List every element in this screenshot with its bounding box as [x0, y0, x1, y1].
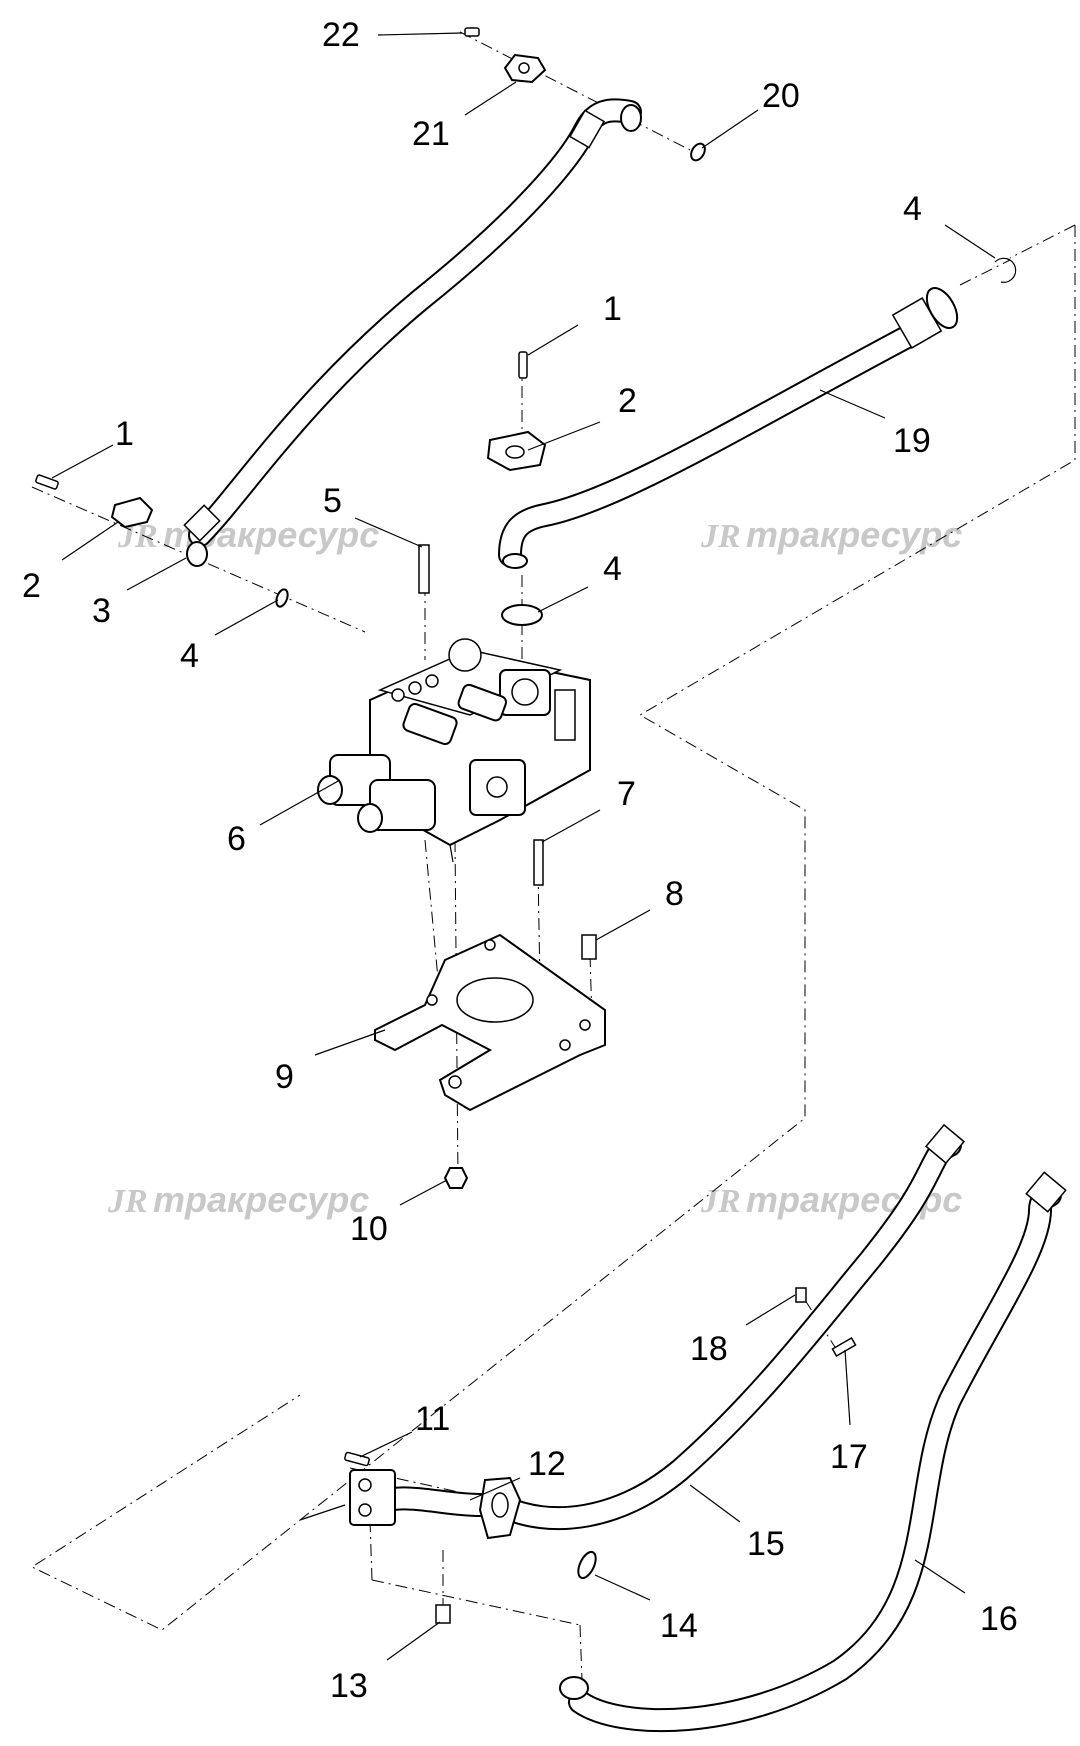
- hose-15: [488, 1133, 962, 1531]
- assembly-boundary: [30, 224, 1076, 1631]
- callout-10: 10: [350, 1210, 388, 1248]
- mounting-plate: [374, 933, 606, 1112]
- callout-22: 22: [322, 16, 360, 54]
- callout-5: 5: [323, 482, 342, 520]
- watermark-1: JR тракресурс: [117, 514, 379, 555]
- callout-3: 3: [92, 592, 111, 630]
- control-valve: [317, 638, 591, 863]
- callout-6: 6: [227, 820, 246, 858]
- centerlines: [31, 31, 1011, 1681]
- callout-2-upper: 2: [618, 382, 637, 420]
- callout-12: 12: [528, 1445, 566, 1483]
- callout-19: 19: [893, 422, 931, 460]
- callout-18: 18: [690, 1330, 728, 1368]
- callout-4-center: 4: [603, 550, 622, 588]
- callout-8: 8: [665, 875, 684, 913]
- callout-14: 14: [660, 1607, 698, 1645]
- callout-21: 21: [412, 115, 450, 153]
- callout-1-left: 1: [115, 415, 134, 453]
- callout-1-upper: 1: [603, 290, 622, 328]
- callout-13: 13: [330, 1667, 368, 1705]
- hose-19: [498, 287, 959, 569]
- hose-16: [559, 1123, 1067, 1733]
- leader-lines: [51, 32, 996, 1661]
- fasteners-and-seals: [35, 27, 1017, 1624]
- hose-upper-long: [183, 98, 642, 567]
- callout-4-left: 4: [180, 637, 199, 675]
- callout-15: 15: [747, 1525, 785, 1563]
- watermark-3: JR тракресурс: [107, 1179, 369, 1220]
- callout-4-top-right: 4: [903, 190, 922, 228]
- watermark-logo: JR: [107, 1183, 148, 1220]
- callout-17: 17: [830, 1438, 868, 1476]
- callout-16: 16: [980, 1600, 1018, 1638]
- callout-20: 20: [762, 77, 800, 115]
- watermark-text: тракресурс: [746, 514, 962, 555]
- callout-9: 9: [275, 1058, 294, 1096]
- watermark-logo: JR: [700, 518, 741, 555]
- callout-labels: 22 21 20 4 1 2 19 1 2 3 4 5 4 6 7 8 9 10…: [22, 16, 1018, 1705]
- callout-2-left: 2: [22, 567, 41, 605]
- watermark-logo: JR: [700, 1183, 741, 1220]
- callout-11: 11: [415, 1400, 450, 1438]
- watermark-text: тракресурс: [153, 1179, 369, 1220]
- callout-7: 7: [617, 775, 636, 813]
- watermark-2: JR тракресурс: [700, 514, 962, 555]
